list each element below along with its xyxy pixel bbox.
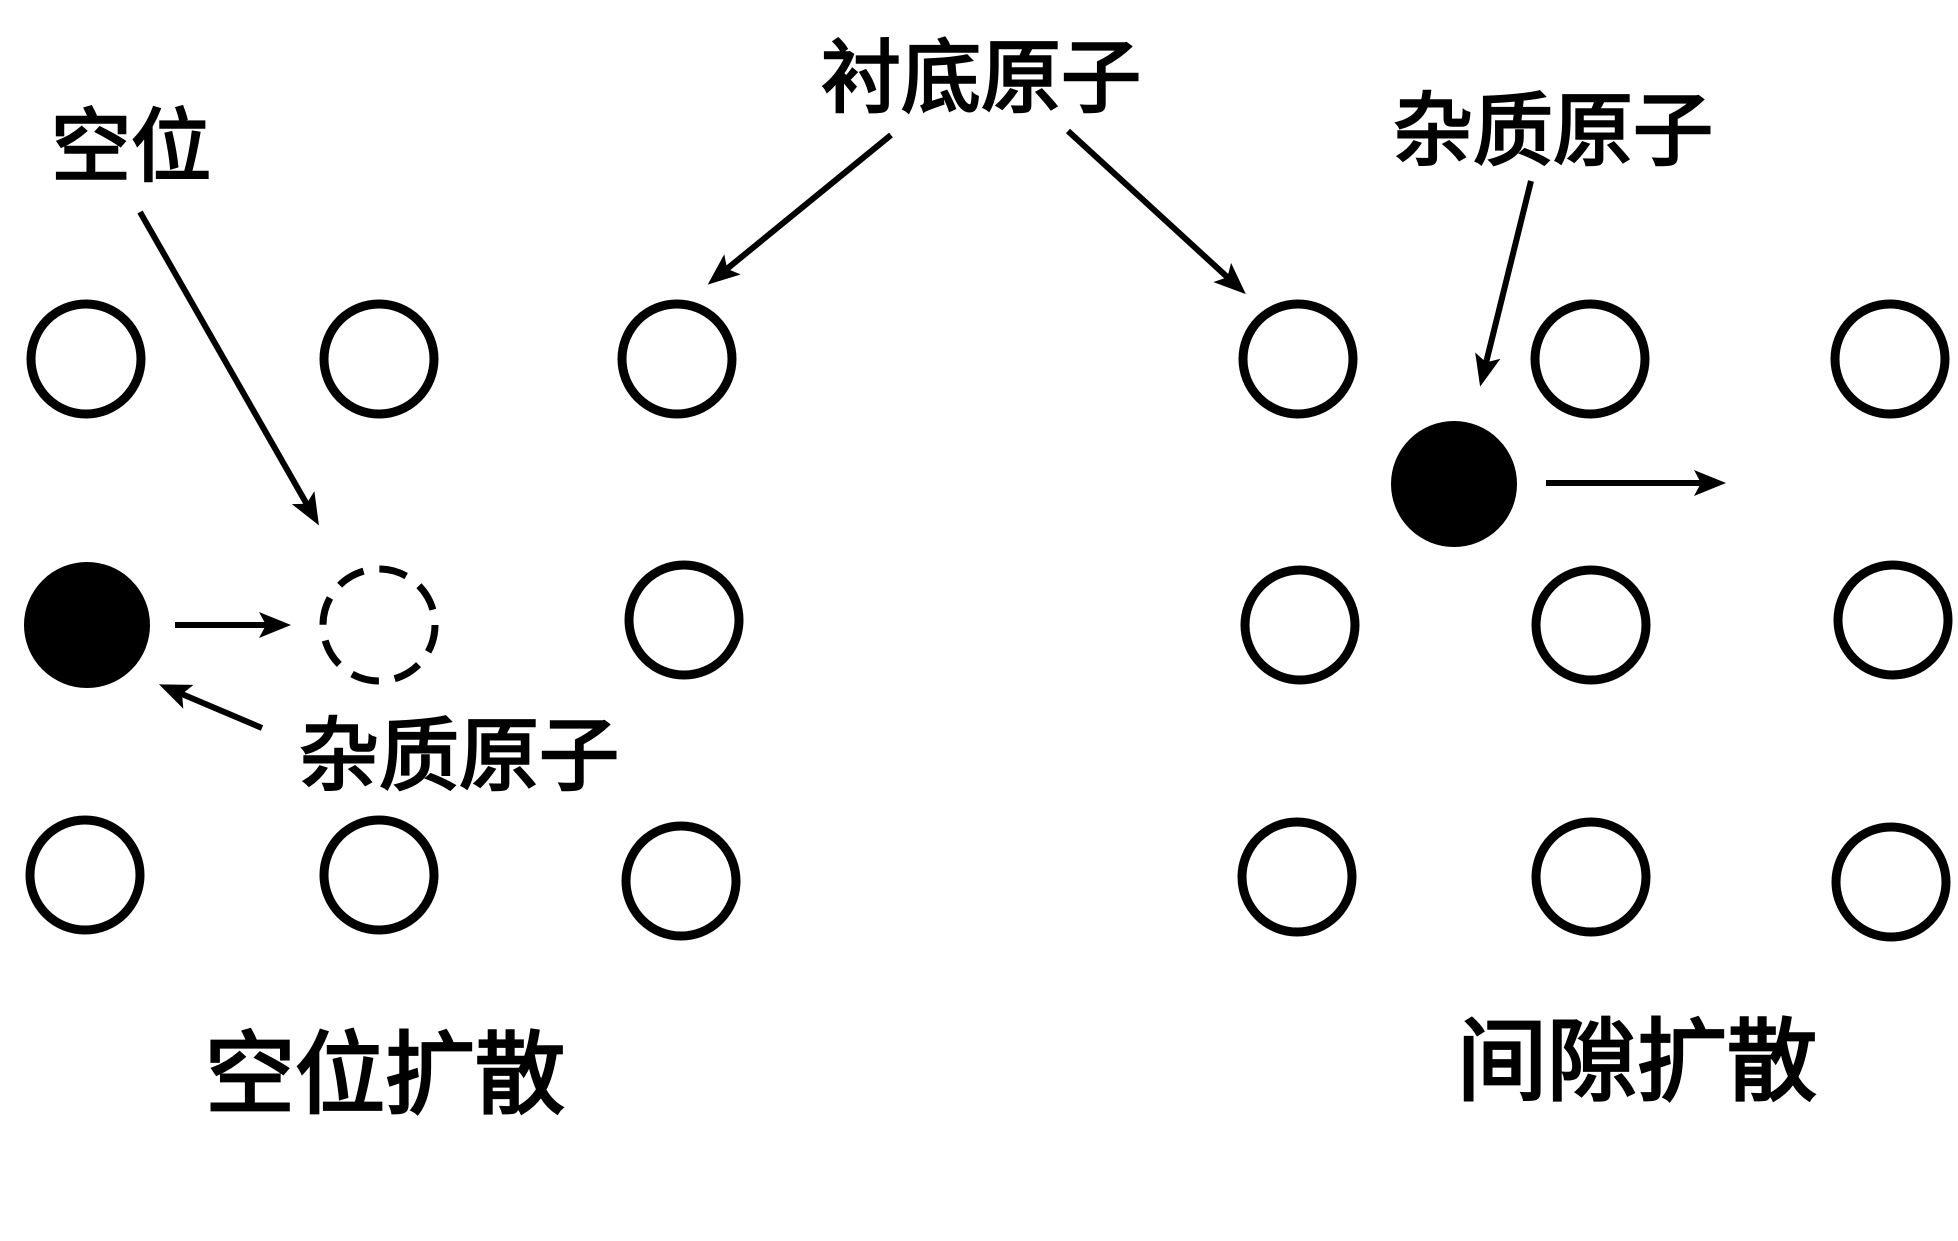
interstitial-impurity-pointer-arrow: [1475, 180, 1534, 387]
impurity-pointer-arrow: [158, 684, 264, 731]
substrate-atom: [1833, 560, 1953, 680]
substrate-atom: [1531, 817, 1651, 937]
substrate-atom: [1831, 822, 1951, 942]
substrate-atom: [319, 815, 439, 935]
vacancy-label: 空位: [51, 101, 211, 194]
substrate-atom-label: 衬底原子: [821, 32, 1141, 125]
impurity-atom-label: 杂质原子: [299, 710, 619, 803]
vacancy-pointer-arrow: [137, 210, 319, 526]
impurity-atom: [24, 562, 150, 688]
vacancy-diffusion-caption: 空位扩散: [205, 1023, 565, 1128]
substrate-atom: [1531, 565, 1651, 685]
substrate-atom: [1530, 299, 1650, 419]
substrate-atom: [1240, 565, 1360, 685]
substrate-atom: [621, 821, 741, 941]
substrate-atom: [26, 299, 146, 419]
substrate-atom: [1238, 299, 1358, 419]
interstitial-diffusion-caption: 间隙扩散: [1457, 1010, 1817, 1115]
interstitial-impurity-atom-label: 杂质原子: [1393, 85, 1713, 178]
substrate-atom: [1830, 299, 1950, 419]
vacancy-diffusion-panel: 空位 杂质原子 空位扩散: [24, 101, 744, 1128]
substrate-atom: [319, 299, 439, 419]
substrate-pointer-arrow-left: [707, 132, 893, 285]
substrate-atom: [1237, 817, 1357, 937]
substrate-atom: [624, 560, 744, 680]
interstitial-impurity-atom: [1391, 421, 1517, 547]
substrate-atom: [25, 815, 145, 935]
substrate-atom-callout: 衬底原子: [707, 32, 1246, 295]
vacancy-site: [319, 565, 439, 685]
interstitial-diffusion-panel: 杂质原子 间隙扩散: [1237, 85, 1953, 1115]
substrate-pointer-arrow-right: [1065, 128, 1246, 295]
substrate-atom: [617, 299, 737, 419]
